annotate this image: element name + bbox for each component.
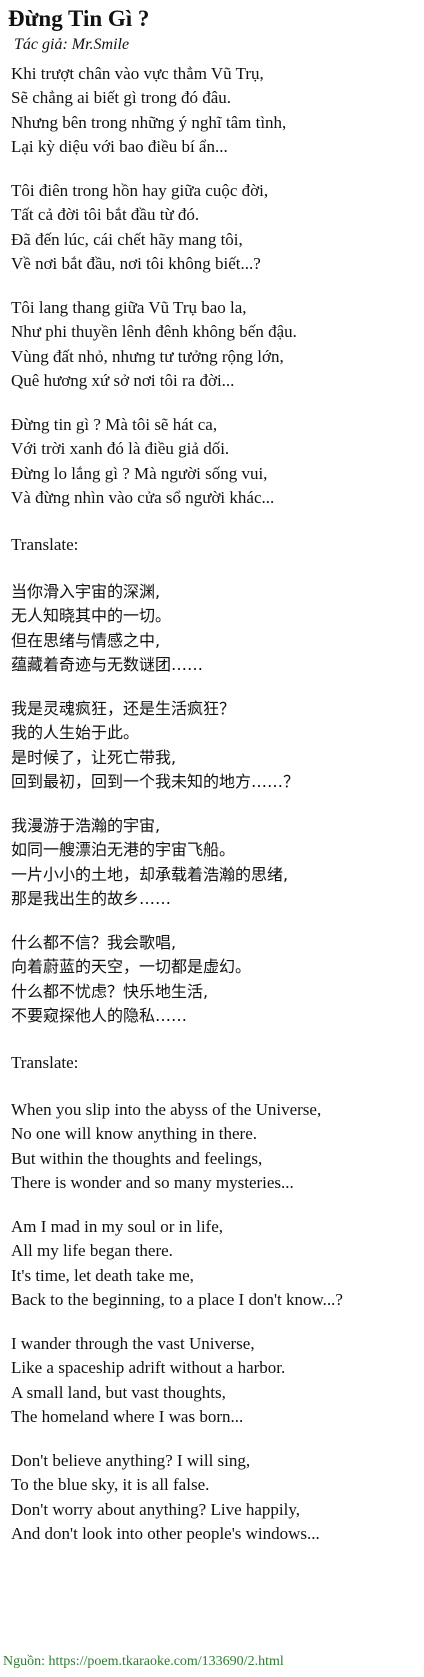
stanza-zh-4: 什么都不信？我会歌唱, 向着蔚蓝的天空，一切都是虚幻。 什么都不忧虑？快乐地生活… [11, 931, 251, 1028]
poem-line: Về nơi bắt đầu, nơi tôi không biết...? [11, 253, 261, 273]
translate-label: Translate: [11, 535, 79, 554]
poem-line: 向着蔚蓝的天空，一切都是虚幻。 [11, 957, 252, 977]
source-link[interactable]: Nguồn: https://poem.tkaraoke.com/133690/… [3, 1654, 284, 1669]
poem-line: Và đừng nhìn vào cửa sổ người khác... [11, 487, 275, 507]
poem-line: 蕴藏着奇迹与无数谜团…… [11, 654, 204, 674]
poem-line: Khi trượt chân vào vực thẳm Vũ Trụ, [11, 64, 264, 83]
poem-line: 不要窥探他人的隐私…… [11, 1005, 188, 1025]
poem-line: A small land, but vast thoughts, [11, 1382, 226, 1402]
poem-line: 我的人生始于此。 [11, 723, 140, 743]
stanza-en-1: When you slip into the abyss of the Univ… [11, 1098, 321, 1195]
poem-line: To the blue sky, it is all false. [11, 1475, 210, 1495]
poem-line: No one will know anything in there. [11, 1124, 257, 1144]
poem-line: I wander through the vast Universe, [11, 1334, 255, 1353]
poem-line: Back to the beginning, to a place I don'… [11, 1289, 343, 1309]
poem-line: Nhưng bên trong những ý nghĩ tâm tình, [11, 112, 287, 132]
poem-line: 回到最初，回到一个我未知的地方……？ [11, 771, 300, 791]
poem-line: 无人知晓其中的一切。 [11, 606, 172, 626]
translate-label: Translate: [11, 1053, 79, 1072]
poem-line: Đừng lo lắng gì ? Mà người sống vui, [11, 463, 268, 483]
poem-line: 是时候了，让死亡带我, [11, 747, 177, 767]
poem-line: Like a spaceship adrift without a harbor… [11, 1358, 286, 1378]
poem-line: 当你滑入宇宙的深渊, [11, 582, 161, 601]
poem-line: 我是灵魂疯狂，还是生活疯狂？ [11, 699, 236, 718]
poem-line: Tôi lang thang giữa Vũ Trụ bao la, [11, 298, 247, 317]
stanza-vi-2: Tôi điên trong hồn hay giữa cuộc đời, Tấ… [11, 179, 268, 276]
poem-line: 如同一艘漂泊无港的宇宙飞船。 [11, 840, 236, 860]
poem-line: The homeland where I was born... [11, 1406, 244, 1426]
poem-line: It's time, let death take me, [11, 1265, 194, 1285]
stanza-en-3: I wander through the vast Universe, Like… [11, 1332, 285, 1429]
poem-line: There is wonder and so many mysteries... [11, 1172, 294, 1192]
poem-line: Am I mad in my soul or in life, [11, 1217, 224, 1236]
poem-title: Đừng Tin Gì ? [8, 6, 150, 31]
stanza-vi-3: Tôi lang thang giữa Vũ Trụ bao la, Như p… [11, 296, 297, 393]
poem-line: All my life began there. [11, 1241, 173, 1261]
stanza-zh-3: 我漫游于浩瀚的宇宙, 如同一艘漂泊无港的宇宙飞船。 一片小小的土地，却承载着浩瀚… [11, 814, 288, 911]
poem-line: Đã đến lúc, cái chết hãy mang tôi, [11, 229, 243, 249]
stanza-zh-2: 我是灵魂疯狂，还是生活疯狂？ 我的人生始于此。 是时候了，让死亡带我, 回到最初… [11, 697, 299, 794]
poem-line: Don't believe anything? I will sing, [11, 1451, 251, 1470]
poem-line: But within the thoughts and feelings, [11, 1148, 263, 1168]
poem-line: 那是我出生的故乡…… [11, 888, 172, 908]
poem-line: Như phi thuyền lênh đênh không bến đậu. [11, 322, 297, 342]
stanza-en-4: Don't believe anything? I will sing, To … [11, 1449, 320, 1546]
poem-line: 什么都不信？我会歌唱, [11, 933, 177, 952]
poem-line: And don't look into other people's windo… [11, 1523, 320, 1543]
poem-line: When you slip into the abyss of the Univ… [11, 1100, 322, 1119]
poem-line: Don't worry about anything? Live happily… [11, 1499, 301, 1519]
poem-line: Quê hương xứ sở nơi tôi ra đời... [11, 370, 235, 390]
poem-line: 什么都不忧虑？快乐地生活, [11, 981, 209, 1001]
stanza-zh-1: 当你滑入宇宙的深渊, 无人知晓其中的一切。 但在思绪与情感之中, 蕴藏着奇迹与无… [11, 580, 203, 677]
poem-line: Tôi điên trong hồn hay giữa cuộc đời, [11, 181, 269, 200]
poem-line: Lại kỳ diệu với bao điều bí ẩn... [11, 136, 228, 156]
stanza-vi-1: Khi trượt chân vào vực thẳm Vũ Trụ, Sẽ c… [11, 62, 286, 159]
poem-line: 我漫游于浩瀚的宇宙, [11, 816, 161, 835]
stanza-en-2: Am I mad in my soul or in life, All my l… [11, 1215, 343, 1312]
poem-line: Đừng tin gì ? Mà tôi sẽ hát ca, [11, 415, 218, 434]
poem-line: Vùng đất nhỏ, nhưng tư tưởng rộng lớn, [11, 346, 284, 366]
poem-line: Sẽ chẳng ai biết gì trong đó đâu. [11, 88, 232, 108]
stanza-vi-4: Đừng tin gì ? Mà tôi sẽ hát ca, Với trời… [11, 413, 274, 510]
poem-line: Tất cả đời tôi bắt đầu từ đó. [11, 205, 200, 225]
poem-line: Với trời xanh đó là điều giả dối. [11, 439, 230, 459]
poem-author: Tác giả: Mr.Smile [14, 36, 130, 53]
poem-line: 但在思绪与情感之中, [11, 630, 161, 650]
poem-line: 一片小小的土地，却承载着浩瀚的思绪, [11, 864, 289, 884]
